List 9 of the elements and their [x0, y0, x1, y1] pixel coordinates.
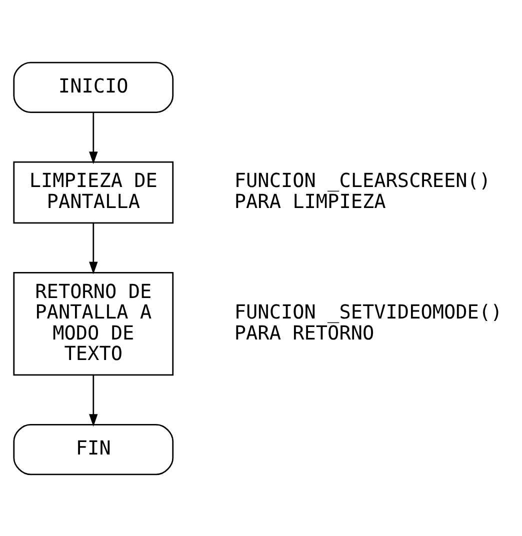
node-box: INICIO — [13, 61, 174, 112]
node-box: LIMPIEZA DE PANTALLA — [13, 160, 174, 224]
node-label: FUNCION _SETVIDEOMODE() PARA RETORNO — [234, 300, 502, 344]
arrow — [89, 222, 98, 274]
node-label: FUNCION _CLEARSCREEN() PARA LIMPIEZA — [234, 168, 491, 212]
node-box: RETORNO DE PANTALLA A MODO DE TEXTO — [13, 271, 174, 376]
node-box: FIN — [13, 424, 174, 475]
arrow — [89, 374, 98, 426]
arrow — [89, 112, 98, 164]
